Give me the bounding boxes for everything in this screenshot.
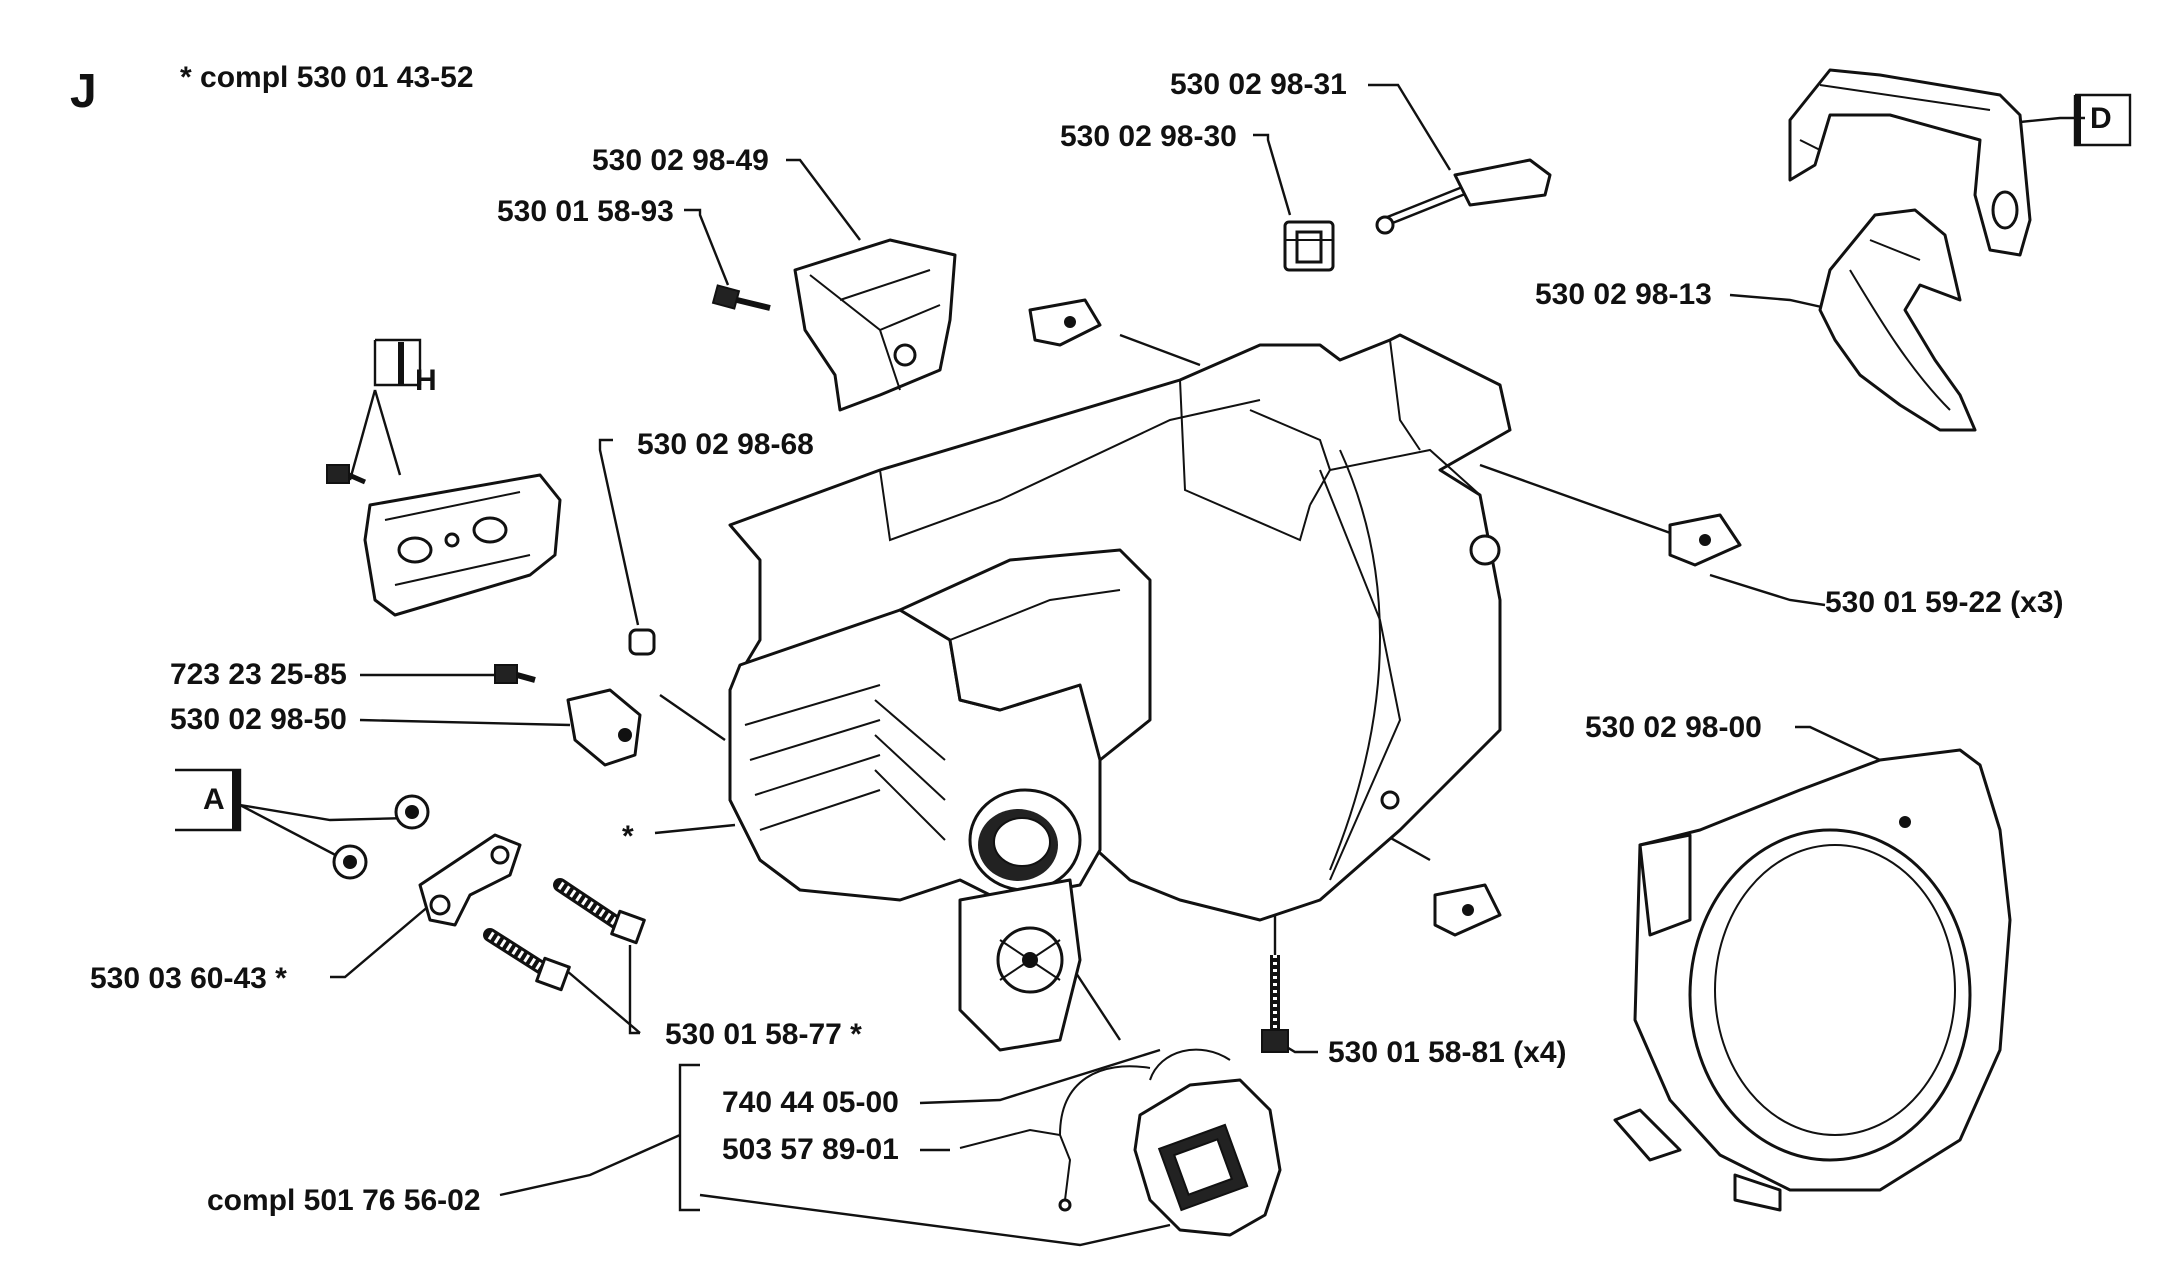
callout-p17: compl 501 76 56-02 [207, 1184, 481, 1217]
callout-p9: 530 02 98-50 [170, 703, 347, 736]
callout-p1: 530 02 98-31 [1170, 68, 1347, 101]
callout-p7: 530 01 59-22 (x3) [1825, 586, 2064, 619]
leader-line-clip2 [1479, 463, 1691, 542]
part-p4-screw [711, 284, 771, 311]
leader-line-p11 [1795, 725, 1881, 762]
leader-line-p7 [1709, 573, 1826, 607]
ref-box-h: H [415, 364, 437, 397]
part-a-nut-1 [394, 794, 430, 830]
ref-box-h-frame [373, 338, 422, 387]
part-p14-screw [1261, 955, 1289, 1053]
part-d-bracket [1788, 68, 2032, 257]
callout-p13: 530 01 58-77 * [665, 1018, 862, 1051]
section-letter: J [70, 65, 97, 118]
part-a-nut-2 [332, 844, 368, 880]
callout-p10: * [622, 820, 634, 853]
part-p11-starter-cover [1613, 748, 2012, 1212]
leader-line-p17 [499, 1133, 681, 1197]
ref-box-a-frame [175, 768, 242, 832]
leader-line-p6 [598, 438, 640, 626]
part-clip-2 [1668, 513, 1742, 567]
callout-p15: 740 44 05-00 [722, 1086, 899, 1119]
callout-p16: 503 57 89-01 [722, 1133, 899, 1166]
ref-box-d-frame [2073, 93, 2132, 147]
part-p13-bolt-1 [553, 878, 646, 945]
leader-line-p1 [1368, 83, 1452, 171]
leader-line-p2 [1253, 133, 1292, 216]
part-p5-cover [1818, 208, 1977, 432]
callout-p2: 530 02 98-30 [1060, 120, 1237, 153]
leader-line-p13a [628, 945, 640, 1035]
part-p8-screw [494, 664, 536, 684]
part-p13-bolt-2 [483, 928, 571, 992]
callout-p3: 530 02 98-49 [592, 144, 769, 177]
callout-p12: 530 03 60-43 * [90, 962, 287, 995]
leader-line-p3 [786, 158, 861, 241]
ref-box-d: D [2090, 102, 2112, 135]
part-h-plate [363, 473, 562, 617]
leader-line-h2 [373, 389, 402, 476]
leader-line-p10 [654, 823, 736, 835]
callout-p5: 530 02 98-13 [1535, 278, 1712, 311]
leader-line-h1 [348, 389, 377, 481]
header-note: * compl 530 01 43-52 [180, 61, 474, 94]
leader-line-p4 [684, 208, 730, 286]
part-p1-key [1375, 158, 1552, 235]
part-p16-strap [959, 1065, 1151, 1212]
leader-line-a1 [239, 803, 411, 822]
ref-box-a: A [203, 783, 225, 816]
callout-p8: 723 23 25-85 [170, 658, 347, 691]
leader-line-p9 [359, 718, 571, 727]
part-h-bolt [326, 464, 367, 485]
leader-line-cap [699, 1193, 1171, 1247]
leader-line-p12 [330, 904, 431, 979]
part-p6-nut [628, 628, 656, 656]
leader-line-p15 [919, 1048, 1161, 1105]
leader-line-p13b [559, 964, 641, 1034]
leader-line-knob [659, 694, 726, 741]
bracket [678, 1063, 700, 1212]
callout-p11: 530 02 98-00 [1585, 711, 1762, 744]
part-clip-3 [1433, 883, 1502, 937]
callout-p14: 530 01 58-81 (x4) [1328, 1036, 1567, 1069]
callout-p6: 530 02 98-68 [637, 428, 814, 461]
leader-line-clip1 [1119, 333, 1201, 367]
callout-p4: 530 01 58-93 [497, 195, 674, 228]
part-p9-guide [566, 688, 642, 767]
part-p3-bracket [793, 238, 957, 412]
main-housing [728, 333, 1512, 1052]
part-p15-oil-cap [1133, 1048, 1282, 1237]
part-p2-grommet [1283, 220, 1335, 272]
part-p12-tensioner [418, 833, 522, 927]
leader-line-a2 [239, 803, 346, 862]
part-clip-1 [1028, 298, 1102, 347]
